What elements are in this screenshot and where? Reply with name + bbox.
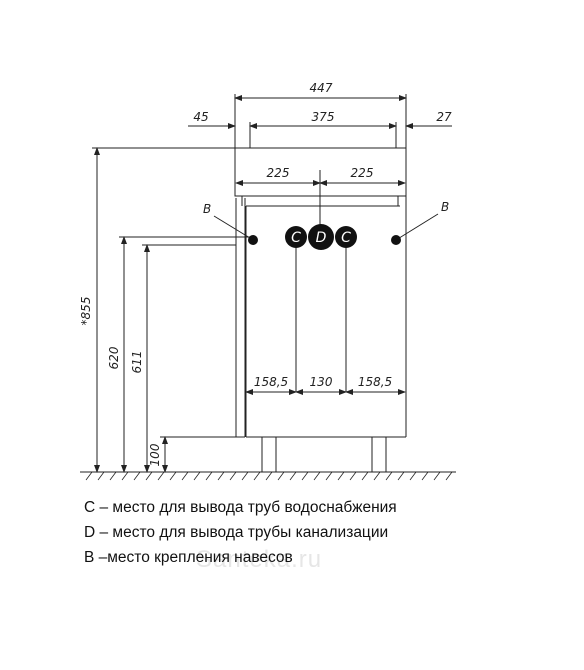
legend-water-supply: C – место для вывода труб водоснабжения: [84, 499, 397, 517]
dim-text-447: 447: [310, 81, 333, 95]
dim-text-45: 45: [193, 110, 208, 124]
mount-point-right: [391, 235, 401, 245]
b-right-label: B: [441, 200, 449, 214]
water-outlet-left: [285, 226, 307, 248]
mount-point-left: [248, 235, 258, 245]
dim-text-225-left: 225: [267, 166, 290, 180]
legend-code: D: [84, 524, 96, 541]
b-left-label: B: [203, 202, 211, 216]
legend-text: – место для вывода труб водоснабжения: [95, 499, 397, 516]
water-outlet-right: [335, 226, 357, 248]
wall: [235, 198, 246, 438]
dimension-row-2: [188, 122, 452, 148]
dim-text-158-5-right: 158,5: [358, 375, 392, 389]
dim-text-855: *855: [79, 297, 93, 326]
floor-hatching: [85, 471, 453, 481]
watermark: Santeka.ru: [196, 546, 323, 573]
dim-text-611: 611: [130, 351, 144, 374]
dim-text-100: 100: [148, 443, 162, 466]
legend-code: B: [84, 549, 95, 566]
legend-text: –место крепления навесов: [94, 549, 293, 566]
legend-drain: D – место для вывода трубы канализации: [84, 524, 388, 542]
dimension-total-height: [92, 147, 235, 473]
dim-text-130: 130: [310, 375, 333, 389]
legend-text: – место для вывода трубы канализации: [95, 524, 389, 541]
dim-text-27: 27: [436, 110, 452, 124]
dim-text-375: 375: [312, 110, 335, 124]
dim-text-225-right: 225: [351, 166, 374, 180]
drain-outlet: [308, 224, 334, 250]
cabinet-legs: [261, 437, 387, 472]
legend-mounting: B –место крепления навесов: [84, 549, 293, 567]
dimension-total-width: [234, 94, 407, 148]
dim-text-158-5-left: 158,5: [254, 375, 288, 389]
pipe-lines: [295, 246, 347, 392]
c-left-label: C: [291, 230, 301, 246]
dimension-halves: [235, 170, 406, 226]
b-right-leader: [395, 213, 439, 241]
c-right-label: C: [341, 230, 351, 246]
dimension-height-620: [119, 236, 253, 473]
dim-text-620: 620: [107, 346, 121, 369]
b-left-leader: [213, 215, 251, 239]
cabinet-body: [245, 196, 407, 438]
legend-code: C: [84, 499, 96, 516]
dimension-height-611: [142, 244, 236, 473]
d-center-label: D: [316, 230, 327, 246]
